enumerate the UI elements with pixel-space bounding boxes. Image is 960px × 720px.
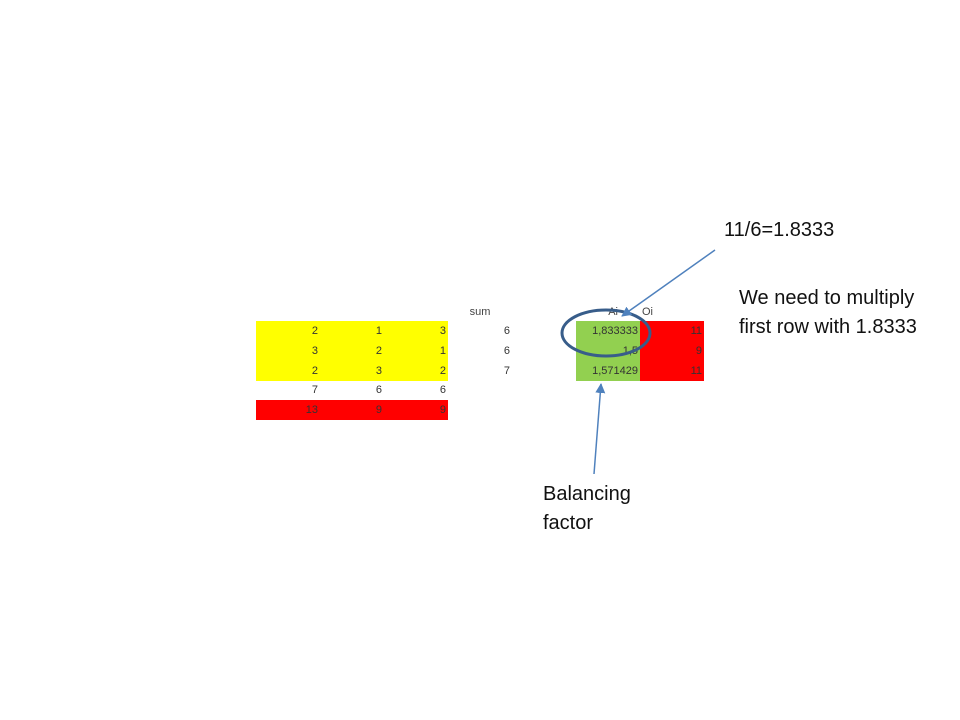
target-cell: 11: [640, 321, 704, 341]
multiply-annotation-line1: We need to multiply: [739, 287, 915, 309]
matrix-cell: 3: [384, 321, 448, 341]
matrix-cell: 2: [256, 361, 320, 381]
matrix-cell: 2: [256, 321, 320, 341]
balancing-factor-cell: 1,833333: [576, 321, 640, 341]
column-target-cell: 13: [256, 400, 320, 420]
formula-annotation: 11/6=1.8333: [724, 219, 835, 241]
balancing-factor-cell: 1,571429: [576, 361, 640, 381]
matrix-cell: 2: [384, 361, 448, 381]
header-ai: Ai: [608, 306, 618, 318]
formula-arrow: [621, 249, 716, 317]
header-sum: sum: [469, 306, 491, 318]
matrix-cell: 2: [320, 341, 384, 361]
highlight-circle: [560, 308, 652, 358]
matrix-cell: 1: [320, 321, 384, 341]
matrix-cell: 3: [256, 341, 320, 361]
row-sum-cell: 7: [503, 365, 510, 377]
column-target-cell: 9: [384, 400, 448, 420]
row-sum-cell: 6: [503, 345, 510, 357]
column-sum-cell: 6: [439, 384, 446, 396]
column-sum-cell: 6: [375, 384, 382, 396]
target-cell: 11: [640, 361, 704, 381]
matrix-cell: 3: [320, 361, 384, 381]
balancing-annotation-line2: factor: [543, 512, 594, 534]
balancing-annotation-line1: Balancing: [543, 483, 631, 505]
header-oi: Oi: [642, 306, 653, 318]
balancing-arrow: [593, 383, 606, 475]
column-target-cell: 9: [320, 400, 384, 420]
row-sum-cell: 6: [503, 325, 510, 337]
target-cell: 9: [640, 341, 704, 361]
column-sum-cell: 7: [311, 384, 318, 396]
matrix-cell: 1: [384, 341, 448, 361]
multiply-annotation-line2: first row with 1.8333: [739, 316, 917, 338]
